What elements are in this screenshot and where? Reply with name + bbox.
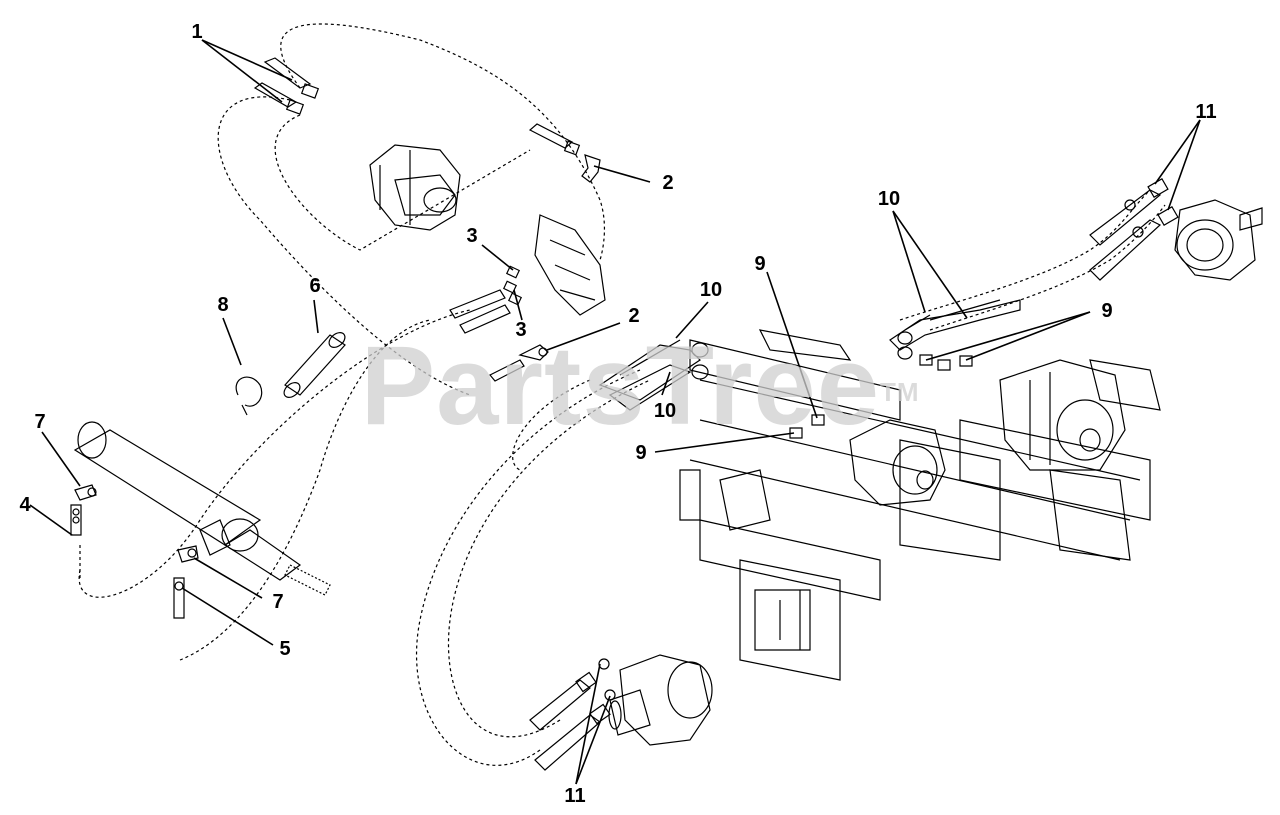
callout-3: 3 [466,225,478,247]
callout-1: 1 [191,21,203,43]
callout-10: 10 [699,279,723,301]
callout-10: 10 [653,400,677,422]
callout-9: 9 [1101,300,1113,322]
pump-upper [370,145,460,230]
hose-sleeve [281,330,348,401]
callout-11: 11 [564,785,586,807]
watermark-text: PartsTree [360,323,880,448]
callout-6: 6 [309,275,321,297]
hose-pair-right [890,300,1020,359]
tractor-frame [680,330,1160,680]
callout-2: 2 [662,172,674,194]
wheel-motor-upper-right [1175,200,1262,280]
pump-center [850,420,945,505]
callout-10: 10 [877,188,901,210]
motor-fitting-upper-right [1090,179,1178,280]
hose-right-upper [900,190,1165,330]
watermark-trademark: TM [880,377,920,407]
callout-5: 5 [279,638,291,660]
callout-4: 4 [19,494,31,516]
callout-9: 9 [754,253,766,275]
adapter-fitting-right [920,355,972,370]
callout-9: 9 [635,442,647,464]
pump-right [1000,360,1125,470]
control-valve [450,215,605,333]
elbow-fitting-upper [582,155,600,182]
elbow-fitting-left-upper [75,485,96,500]
hose-loop-lower [417,370,650,765]
callout-7: 7 [272,591,284,613]
callout-2: 2 [628,305,640,327]
lift-cylinder [75,422,330,595]
callout-8: 8 [217,294,229,316]
callout-11: 11 [1195,101,1217,123]
callout-7: 7 [34,411,46,433]
wheel-motor-lower [609,655,712,745]
hose-pair-center [600,340,708,410]
hose-loop-left [79,310,470,660]
hose-loop-upper [218,24,604,395]
straight-fitting-lower [174,578,184,618]
hose-fitting-upper-pair [255,58,579,155]
elbow-fitting-middle [490,345,548,381]
watermark: PartsTreeTM [330,330,950,442]
straight-fitting-left [71,505,81,535]
hose-clamp [236,377,262,415]
callout-3: 3 [515,319,527,341]
leader-lines [30,40,1200,784]
elbow-fitting-left-lower [178,546,198,562]
